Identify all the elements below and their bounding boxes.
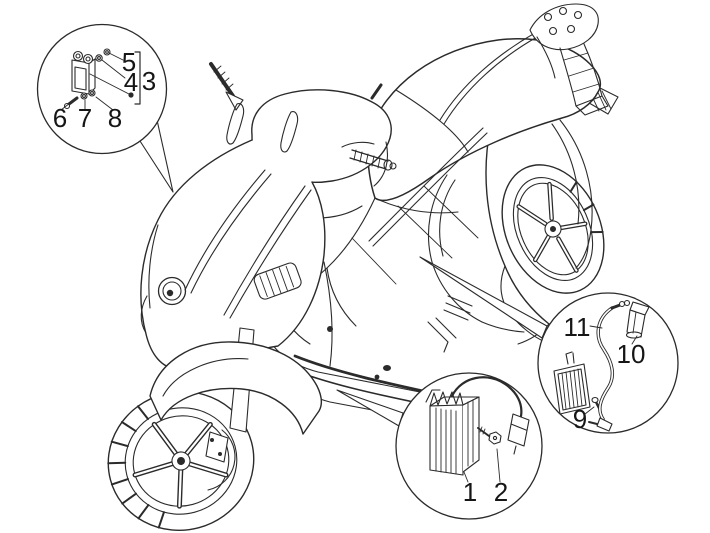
voltage-regulator-drawing: [425, 376, 530, 483]
rear-rack-drawing: [439, 3, 609, 125]
part-label-4: 4: [123, 67, 139, 97]
part-label-5: 5: [121, 47, 137, 77]
regulator-cable-drawing: [450, 376, 523, 418]
part-label-11: 11: [563, 312, 591, 342]
part-label-1: 1: [462, 477, 478, 507]
connector-plug-drawing: [507, 413, 530, 447]
rear-wheel-drawing: [501, 164, 605, 294]
relay-device-drawing: [60, 48, 141, 111]
diagram-art: [36, 3, 679, 531]
bolt-drawing: [477, 426, 502, 445]
ecu-drawing: [553, 351, 591, 415]
callout-circle-front-device: [36, 23, 168, 155]
leader-wedges: [139, 119, 548, 427]
radiator-grille-drawing: [253, 262, 302, 300]
part-label-9: 9: [572, 404, 588, 434]
callout-circle-ecu: [537, 292, 679, 434]
part-label-7: 7: [77, 103, 93, 133]
part-label-10: 10: [616, 339, 646, 369]
part-label-2: 2: [493, 477, 509, 507]
headlight-drawing: [157, 276, 187, 306]
part-label-3: 3: [141, 66, 157, 96]
front-wheel-drawing: [107, 391, 255, 531]
part-label-8: 8: [107, 103, 123, 133]
part-label-6: 6: [52, 103, 68, 133]
front-fender-drawing: [149, 341, 323, 435]
ecu-detail-drawing: [553, 299, 650, 432]
leader-wedge-ecu: [419, 256, 548, 339]
group-bracket-3: [134, 51, 141, 105]
spark-plug-cap-drawing: [625, 301, 650, 339]
